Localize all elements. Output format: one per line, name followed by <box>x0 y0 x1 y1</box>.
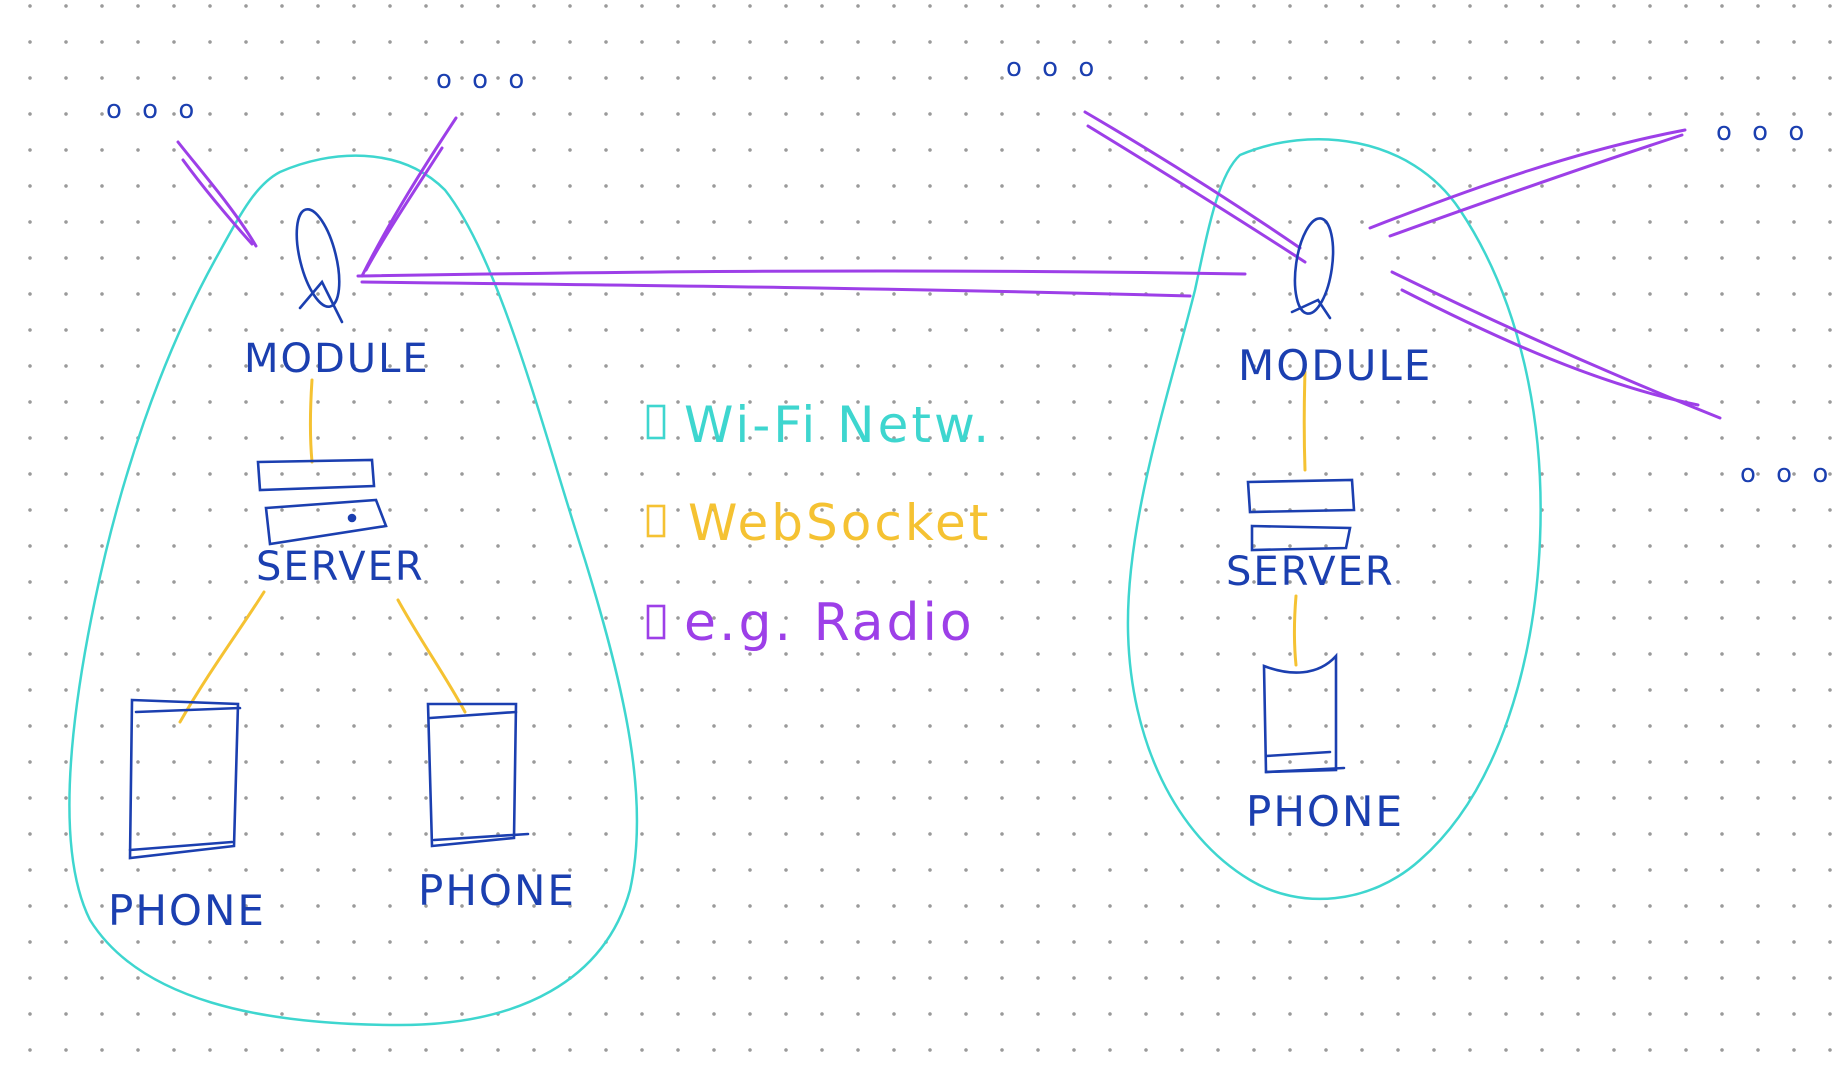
legend-label-radio: e.g. Radio <box>684 593 975 653</box>
ellipsis-right-b: o o o <box>1716 117 1810 147</box>
legend-label-websocket: WebSocket <box>688 494 991 552</box>
left-wifi-network-boundary <box>68 154 639 1027</box>
websocket-left-server-phone-1 <box>178 590 266 724</box>
right-server-icon <box>1246 478 1356 552</box>
radio-link-right-c-2 <box>1400 288 1700 407</box>
websocket-right-server-phone <box>1293 594 1298 667</box>
radio-links <box>176 110 1722 420</box>
left-phone-2-label: PHONE <box>418 866 576 915</box>
radio-link-left-b-2 <box>364 146 444 272</box>
radio-link-left-a-2 <box>181 158 254 246</box>
legend-label-wifi: Wi-Fi Netw. <box>684 396 992 454</box>
websocket-right-module-server <box>1302 370 1307 472</box>
right-module-label: MODULE <box>1238 341 1432 390</box>
right-module <box>1290 217 1335 320</box>
legend-item-websocket: WebSocket <box>646 494 991 552</box>
radio-link-right-b-2 <box>1388 133 1684 238</box>
right-phone-label: PHONE <box>1246 787 1404 836</box>
legend-swatch-websocket <box>646 504 666 538</box>
radio-link-right-b <box>1368 128 1687 230</box>
left-server-label: SERVER <box>256 544 425 590</box>
right-module-antenna-icon <box>1293 217 1335 315</box>
radio-link-left-a <box>176 140 258 248</box>
websocket-links <box>178 370 1307 724</box>
ellipsis-right-a: o o o <box>1006 53 1100 83</box>
left-phone-1-label: PHONE <box>108 886 266 935</box>
left-module <box>295 207 344 324</box>
websocket-left-server-phone-2 <box>396 598 467 714</box>
websocket-left-module-server <box>309 378 314 464</box>
right-wifi-network-boundary <box>1126 138 1542 901</box>
right-phone-icon <box>1262 652 1346 774</box>
radio-link-right-a <box>1083 110 1302 250</box>
radio-link-main-2 <box>360 280 1192 298</box>
left-module-antenna-icon <box>295 207 341 309</box>
radio-link-right-a-2 <box>1086 124 1307 264</box>
legend-item-radio: e.g. Radio <box>646 593 975 653</box>
ellipsis-right-c: o o o <box>1740 459 1833 489</box>
left-server-icon <box>256 458 388 546</box>
right-server-label: SERVER <box>1226 549 1395 595</box>
radio-link-right-c <box>1390 270 1722 420</box>
ellipsis-left-a: o o o <box>106 95 200 125</box>
ellipsis-left-b: o o o <box>436 65 530 95</box>
left-phone-1-icon <box>128 698 242 860</box>
left-module-label: MODULE <box>244 336 430 382</box>
legend-swatch-wifi <box>646 404 666 440</box>
radio-link-main <box>356 269 1247 278</box>
left-phone-2-icon <box>426 702 530 848</box>
legend-swatch-radio <box>646 604 666 640</box>
legend: Wi-Fi Netw. WebSocket e.g. Radio <box>646 396 992 653</box>
legend-item-wifi: Wi-Fi Netw. <box>646 396 992 454</box>
